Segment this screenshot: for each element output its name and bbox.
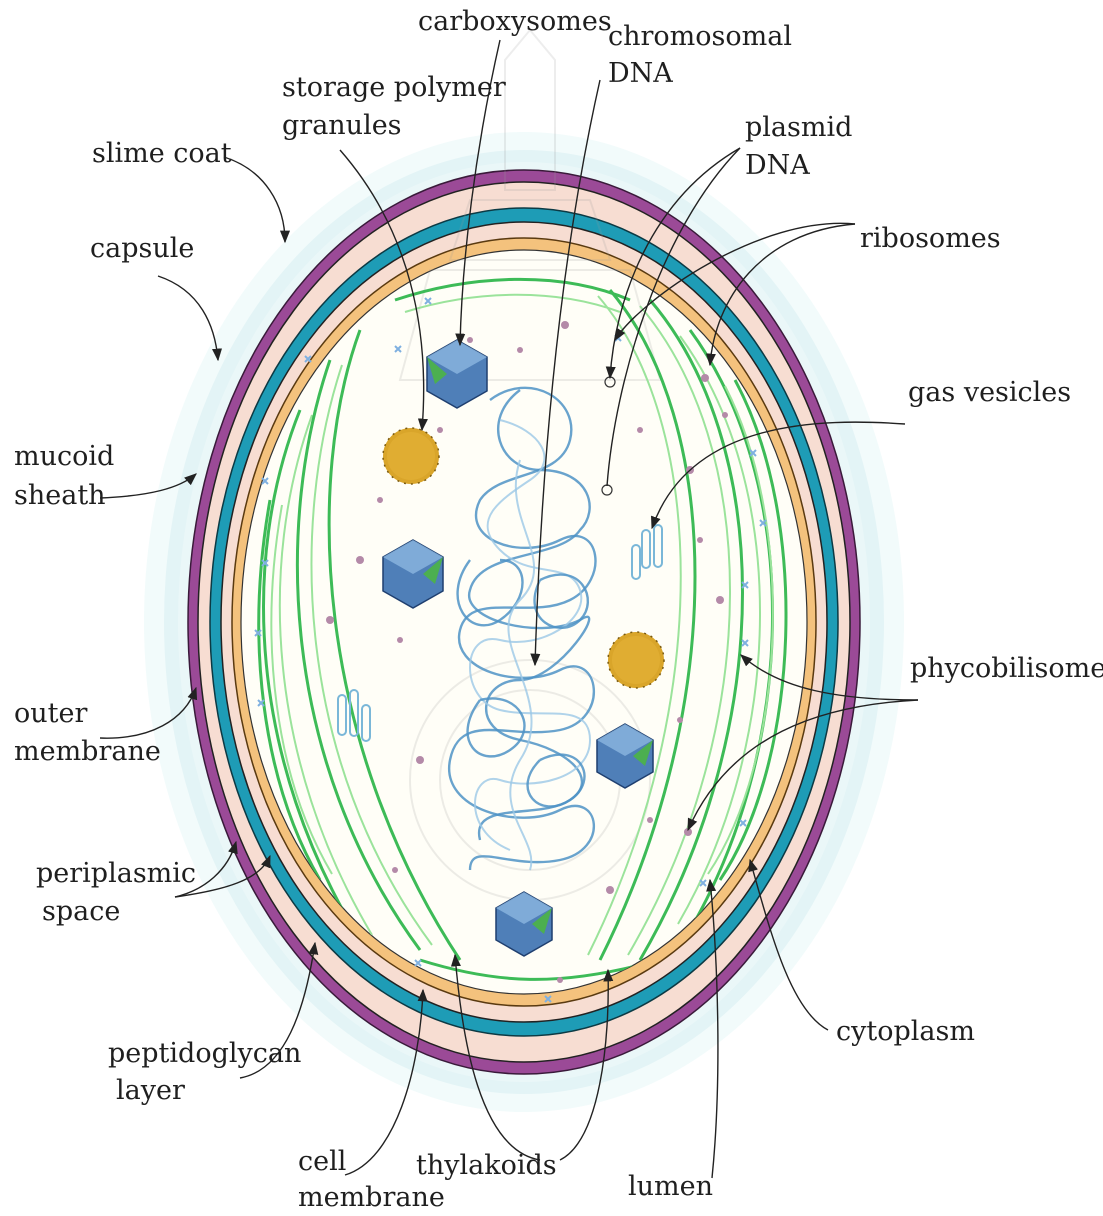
label-storage-line2: granules <box>282 110 402 141</box>
storage-granule-right <box>608 632 664 688</box>
label-slime-coat: slime coat <box>92 138 232 169</box>
label-outer-line1: outer <box>14 698 87 729</box>
label-cytoplasm: cytoplasm <box>836 1016 975 1047</box>
label-carboxysomes: carboxysomes <box>418 6 612 37</box>
label-chromosomal-line2: DNA <box>608 58 673 89</box>
storage-granule-top <box>383 428 439 484</box>
label-periplasmic-line2: space <box>42 896 120 927</box>
label-peptidoglycan-line2: layer <box>116 1075 185 1106</box>
label-chromosomal-line1: chromosomal <box>608 21 792 52</box>
label-mucoid-line1: mucoid <box>14 441 114 472</box>
label-outer-line2: membrane <box>14 736 161 767</box>
label-mucoid-line2: sheath <box>14 480 106 511</box>
label-plasmid-line2: DNA <box>745 150 810 181</box>
label-phycobilisomes: phycobilisomes <box>910 653 1103 684</box>
label-plasmid-line1: plasmid <box>745 112 852 143</box>
label-capsule: capsule <box>90 233 194 264</box>
label-gas-vesicles: gas vesicles <box>908 377 1071 408</box>
label-cell-line2: membrane <box>298 1182 445 1211</box>
cytoplasm-area <box>241 250 807 994</box>
label-cell-line1: cell <box>298 1146 346 1177</box>
label-periplasmic-line1: periplasmic <box>36 858 196 889</box>
label-storage-line1: storage polymer <box>282 72 506 103</box>
label-ribosomes: ribosomes <box>860 223 1001 254</box>
label-peptidoglycan-line1: peptidoglycan <box>108 1038 301 1069</box>
label-lumen: lumen <box>628 1171 713 1202</box>
label-thylakoids: thylakoids <box>416 1150 557 1181</box>
